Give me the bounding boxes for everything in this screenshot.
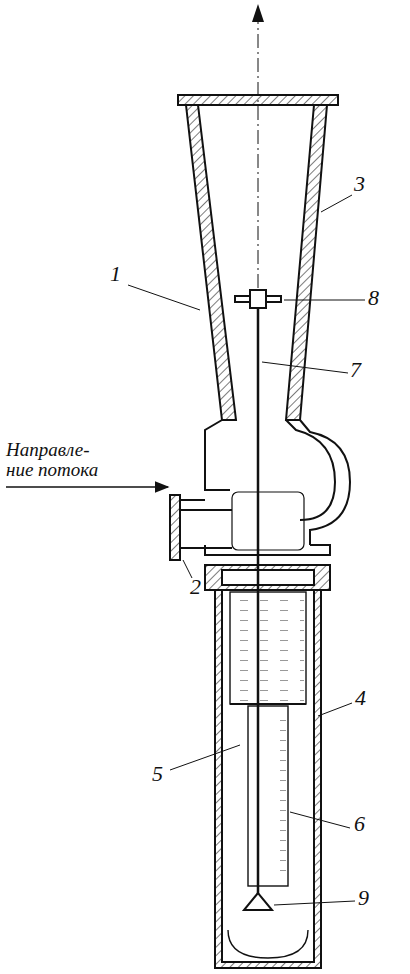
callout-number: 8	[368, 286, 379, 309]
flow-direction-label: Направле- ние потока	[6, 440, 102, 480]
callout-number: 4	[355, 686, 366, 709]
callout-number: 3	[354, 172, 365, 195]
callout-number: 7	[350, 358, 361, 381]
callout-number: 5	[152, 762, 163, 785]
callout-number: 9	[358, 886, 369, 909]
callout-number: 2	[190, 575, 201, 598]
callout-number: 6	[354, 812, 365, 835]
callout-number: 1	[110, 262, 121, 285]
